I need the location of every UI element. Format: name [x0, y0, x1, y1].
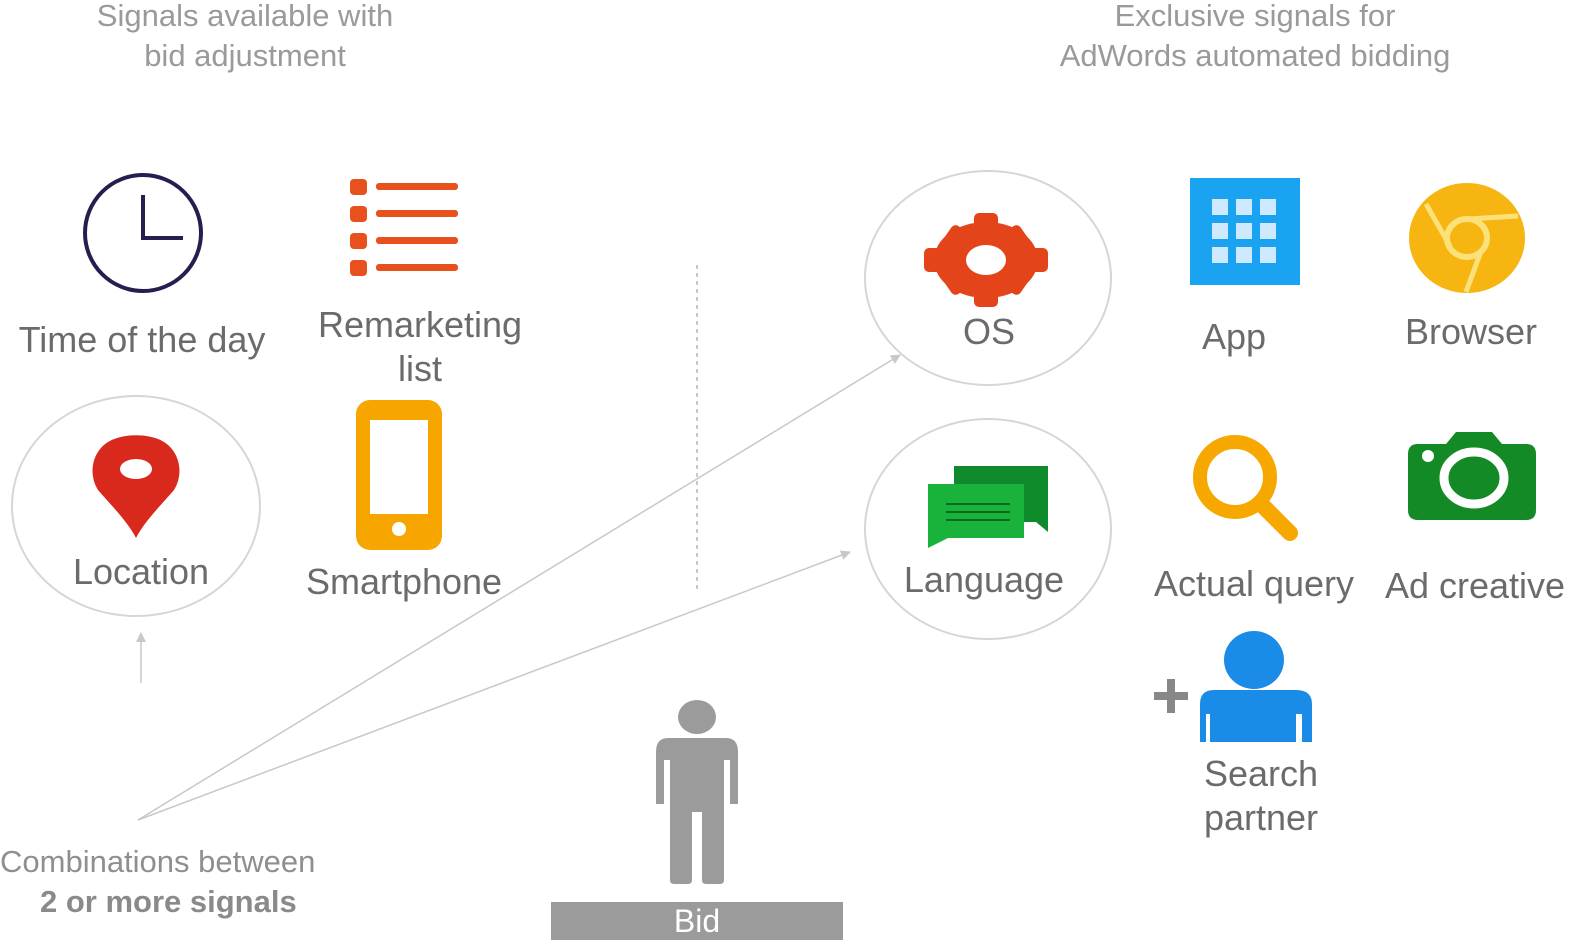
app-label: App [1201, 316, 1267, 357]
os-label: OS [962, 311, 1015, 352]
language-circle [864, 418, 1112, 640]
right-heading-line1: Exclusive signals for [1114, 0, 1396, 33]
os-circle [864, 170, 1112, 386]
bid-label: Bid [673, 903, 721, 939]
location-circle [11, 395, 261, 617]
smartphone-label: Smartphone [305, 561, 503, 602]
bid-bar: Bid [551, 902, 843, 940]
add-person-icon [1154, 631, 1312, 742]
arrow-to-os [137, 354, 901, 821]
search-partner-label-line2: partner [1203, 797, 1319, 838]
chat-bubbles-icon [928, 466, 1048, 548]
map-pin-icon [92, 435, 180, 538]
left-heading-line2: bid adjustment [144, 38, 346, 73]
remarketing-label-line1: Remarketing [317, 304, 523, 345]
arrow-to-language [137, 550, 851, 821]
left-heading-line1: Signals available with [96, 0, 394, 33]
combinations-line1: Combinations between [0, 844, 316, 879]
smartphone-icon [356, 400, 442, 550]
person-icon [656, 700, 738, 884]
list-icon [350, 179, 458, 276]
left-heading: Signals available with bid adjustment [40, 0, 450, 76]
combinations-line2: 2 or more signals [40, 884, 297, 919]
language-label: Language [903, 559, 1065, 600]
actual-query-label: Actual query [1153, 563, 1355, 604]
browser-label: Browser [1404, 311, 1538, 352]
right-heading-line2: AdWords automated bidding [1059, 38, 1451, 73]
remarketing-label: Remarketing list [300, 303, 540, 391]
search-partner-label: Search partner [1162, 752, 1360, 840]
camera-icon [1408, 432, 1536, 520]
magnifier-icon [1193, 435, 1298, 541]
clock-icon [83, 173, 203, 293]
ad-creative-label: Ad creative [1384, 565, 1566, 606]
time-of-day-label: Time of the day [18, 319, 266, 360]
remarketing-label-line2: list [398, 348, 442, 389]
location-label: Location [72, 551, 210, 592]
gear-icon [924, 213, 1048, 307]
combinations-text: Combinations between 2 or more signals [0, 842, 315, 922]
app-grid-icon [1190, 178, 1300, 285]
search-partner-label-line1: Search [1203, 753, 1319, 794]
browser-icon [1409, 183, 1525, 293]
right-heading: Exclusive signals for AdWords automated … [1030, 0, 1480, 76]
